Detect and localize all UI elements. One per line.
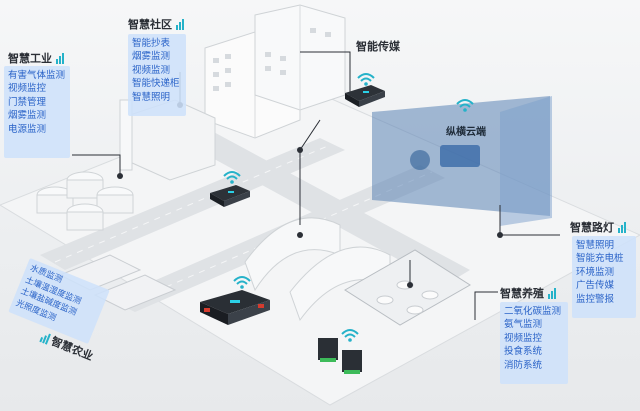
list-item: 视频监控	[8, 83, 47, 95]
list-item: 二氧化碳监测	[504, 306, 562, 317]
signal-bars-icon	[548, 287, 556, 299]
media-title: 智能传媒	[356, 40, 400, 53]
list-item: 视频监控	[504, 332, 543, 344]
gateway-device-icon	[345, 85, 385, 111]
gateway-device-icon	[210, 185, 250, 211]
list-item: 有害气体监测	[8, 70, 66, 81]
list-item: 烟雾监测	[132, 51, 171, 63]
signal-bars-icon	[39, 331, 52, 345]
list-item: 氨气监测	[504, 319, 543, 331]
community-panel: 智能抄表 烟雾监测 视频监测 智能快递柜 智慧照明	[128, 34, 186, 116]
list-item: 视频监测	[132, 64, 171, 76]
list-item: 消防系统	[504, 359, 543, 371]
breeding-title: 智慧养殖	[500, 285, 556, 301]
io-module-icon	[318, 338, 368, 392]
industrial-plant	[36, 99, 216, 231]
industry-title: 智慧工业	[8, 50, 64, 66]
wifi-icon	[223, 171, 241, 184]
list-item: 环境监测	[576, 266, 615, 278]
cloud-title: 纵横云端	[446, 127, 486, 138]
list-item: 智能抄表	[132, 38, 171, 49]
wifi-icon	[456, 99, 474, 112]
signal-bars-icon	[618, 221, 626, 233]
signal-bars-icon	[56, 52, 64, 64]
industry-panel: 有害气体监测 视频监控 门禁管理 烟雾监测 电源监测	[4, 66, 70, 158]
list-item: 智慧照明	[132, 91, 171, 103]
list-item: 电源监测	[8, 123, 47, 135]
wifi-icon	[357, 73, 375, 86]
list-item: 智慧照明	[576, 240, 615, 251]
breeding-panel: 二氧化碳监测 氨气监测 视频监控 投食系统 消防系统	[500, 302, 568, 384]
community-title: 智慧社区	[128, 16, 184, 32]
signal-bars-icon	[176, 18, 184, 30]
residential-buildings	[204, 4, 346, 139]
list-item: 门禁管理	[8, 96, 47, 108]
cloud-dashboard-screen	[372, 96, 552, 226]
list-item: 烟雾监测	[8, 110, 47, 122]
wifi-icon	[341, 329, 359, 342]
list-item: 监控警报	[576, 293, 615, 305]
list-item: 广告传媒	[576, 280, 615, 292]
streetlight-title: 智慧路灯	[570, 219, 626, 235]
gateway-device-icon	[200, 290, 270, 329]
streetlight-panel: 智慧照明 智能充电桩 环境监测 广告传媒 监控警报	[572, 236, 636, 318]
list-item: 智能充电桩	[576, 253, 624, 265]
list-item: 投食系统	[504, 346, 543, 358]
list-item: 智能快递柜	[132, 78, 180, 90]
wifi-icon	[233, 276, 251, 289]
